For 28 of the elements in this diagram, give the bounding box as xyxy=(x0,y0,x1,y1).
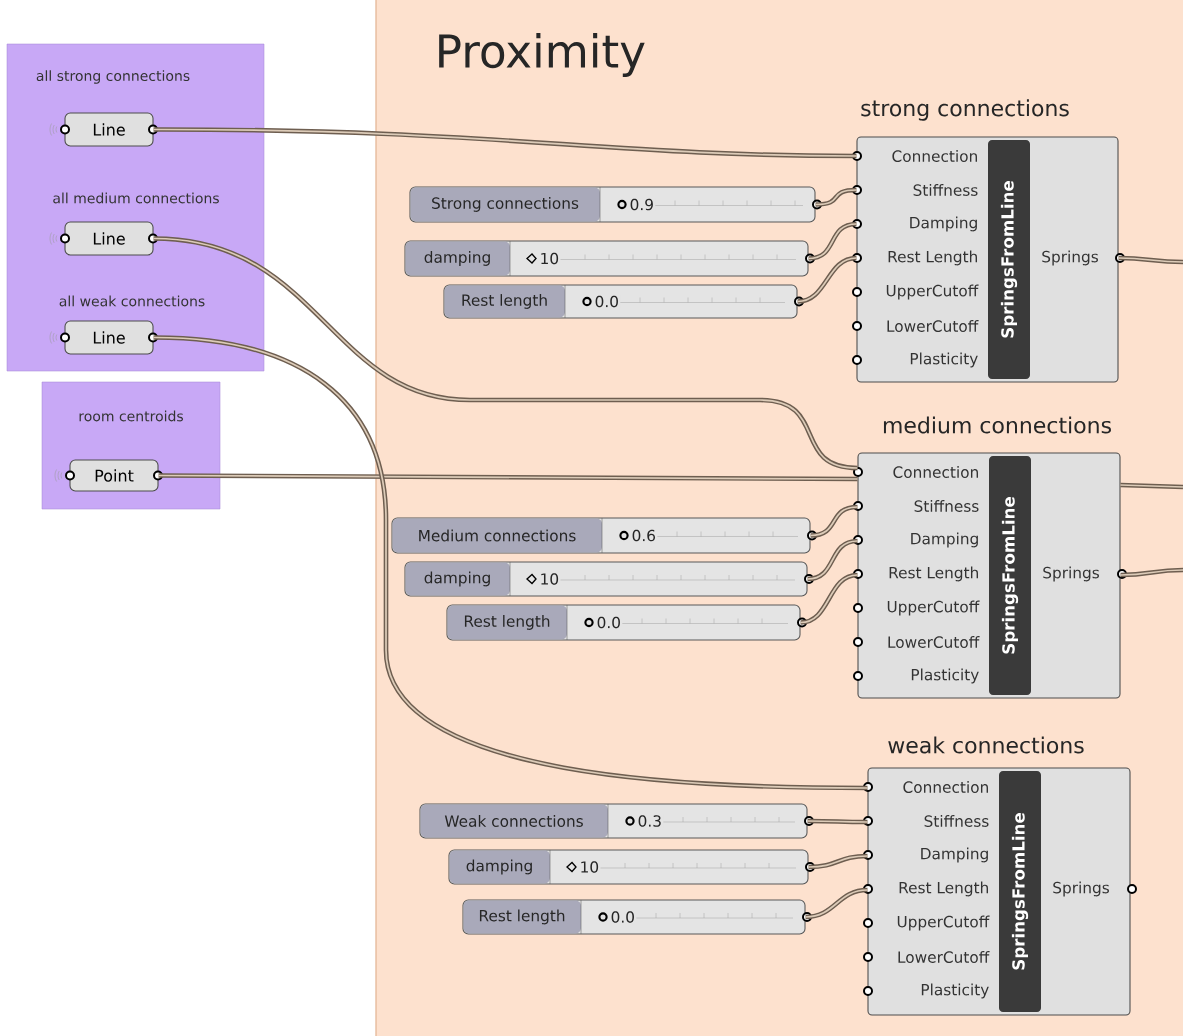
component-title: medium connections xyxy=(883,416,1111,434)
wire xyxy=(814,187,858,207)
component-title: strong connections xyxy=(861,99,1069,121)
wire xyxy=(152,236,859,471)
parameter-box: Line xyxy=(49,320,158,355)
parameter-box: Point xyxy=(54,459,163,492)
group-label: room centroids xyxy=(79,410,184,422)
wire xyxy=(807,221,858,261)
group-title: Proximity xyxy=(439,33,645,77)
wire xyxy=(809,504,859,538)
wire xyxy=(152,335,869,791)
parameter-box: Line xyxy=(49,112,158,147)
group-label: all medium connections xyxy=(53,192,219,204)
wire xyxy=(806,538,859,582)
group-label: all strong connections xyxy=(36,70,190,84)
wire xyxy=(152,127,858,159)
wire xyxy=(804,887,869,920)
wire xyxy=(1117,255,1183,265)
wire xyxy=(806,818,869,825)
wire xyxy=(1119,567,1183,578)
wire xyxy=(807,853,869,870)
wire xyxy=(799,572,859,625)
wire xyxy=(1119,482,1183,490)
wire xyxy=(157,473,859,482)
wire xyxy=(796,255,858,304)
component-title: weak connections xyxy=(888,736,1084,754)
parameter-box: Line xyxy=(49,221,158,256)
group-label: all weak connections xyxy=(59,295,205,307)
